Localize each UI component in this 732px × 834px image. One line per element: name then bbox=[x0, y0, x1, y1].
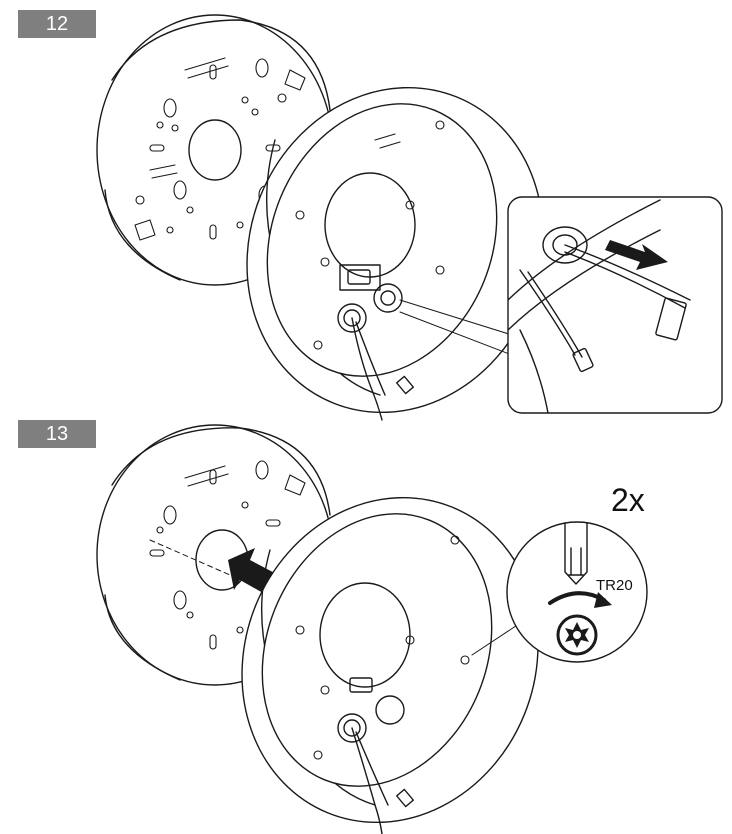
driver-bit-label: TR20 bbox=[596, 577, 633, 594]
zoom-callout bbox=[399, 196, 723, 414]
torx-screwdriver-icon bbox=[564, 522, 588, 585]
pull-arrow-icon bbox=[605, 240, 668, 270]
screw-count-label: 2x bbox=[611, 482, 645, 518]
torx-screw-head-icon bbox=[556, 614, 598, 656]
step-13-badge: 13 bbox=[18, 420, 96, 448]
back-box-13 bbox=[241, 496, 539, 834]
back-box bbox=[246, 86, 544, 421]
step-13-illustration bbox=[96, 424, 648, 834]
step-12-badge: 12 bbox=[18, 10, 96, 38]
tool-callout bbox=[471, 521, 648, 663]
step-12-illustration bbox=[96, 14, 723, 421]
